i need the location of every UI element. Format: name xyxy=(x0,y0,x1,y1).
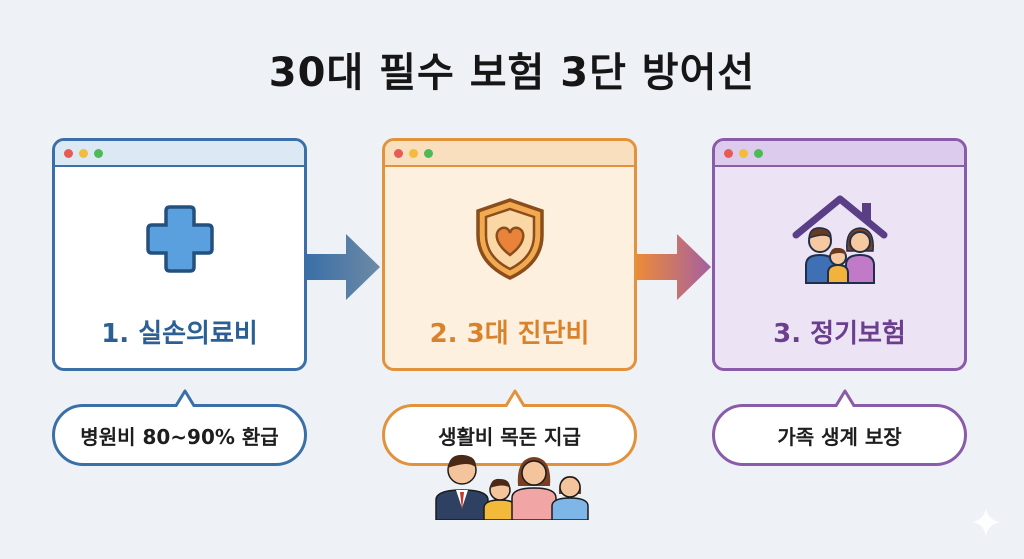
window-dot-red xyxy=(724,148,733,158)
arrow-right-icon xyxy=(306,232,382,306)
bubble-tail xyxy=(503,389,527,409)
page-title: 30대 필수 보험 3단 방어선 xyxy=(268,50,756,96)
window-dot-red xyxy=(64,148,73,158)
step-card-2: 2. 3대 진단비 xyxy=(382,138,637,371)
window-dot-yellow xyxy=(79,148,88,158)
sparkle-icon xyxy=(970,506,1002,542)
bubble-tail xyxy=(833,389,857,409)
step-card-3: 3. 정기보험 xyxy=(712,138,967,371)
window-dot-red xyxy=(394,148,403,158)
window-titlebar xyxy=(55,141,304,167)
step-card-label: 2. 3대 진단비 xyxy=(429,319,590,349)
family-illustration-icon xyxy=(432,448,592,524)
step-card-label: 1. 실손의료비 xyxy=(101,319,258,349)
benefit-bubble-1: 병원비 80~90% 환급 xyxy=(52,389,307,466)
window-dot-yellow xyxy=(739,148,748,158)
benefit-bubble-3: 가족 생계 보장 xyxy=(712,389,967,466)
benefit-text: 가족 생계 보장 xyxy=(777,424,902,449)
window-dot-green xyxy=(94,148,103,158)
bubble-tail xyxy=(173,389,197,409)
medical-cross-icon xyxy=(55,203,304,275)
window-titlebar xyxy=(715,141,964,167)
window-dot-yellow xyxy=(409,148,418,158)
window-dot-green xyxy=(424,148,433,158)
step-card-1: 1. 실손의료비 xyxy=(52,138,307,371)
step-card-label: 3. 정기보험 xyxy=(773,319,906,349)
window-dot-green xyxy=(754,148,763,158)
arrow-right-icon xyxy=(637,232,713,306)
family-house-icon xyxy=(715,191,964,287)
benefit-text: 병원비 80~90% 환급 xyxy=(80,424,279,449)
benefit-text: 생활비 목돈 지급 xyxy=(438,424,581,449)
window-titlebar xyxy=(385,141,634,167)
shield-heart-icon xyxy=(385,197,634,281)
benefit-bubble-2: 생활비 목돈 지급 xyxy=(382,389,637,466)
